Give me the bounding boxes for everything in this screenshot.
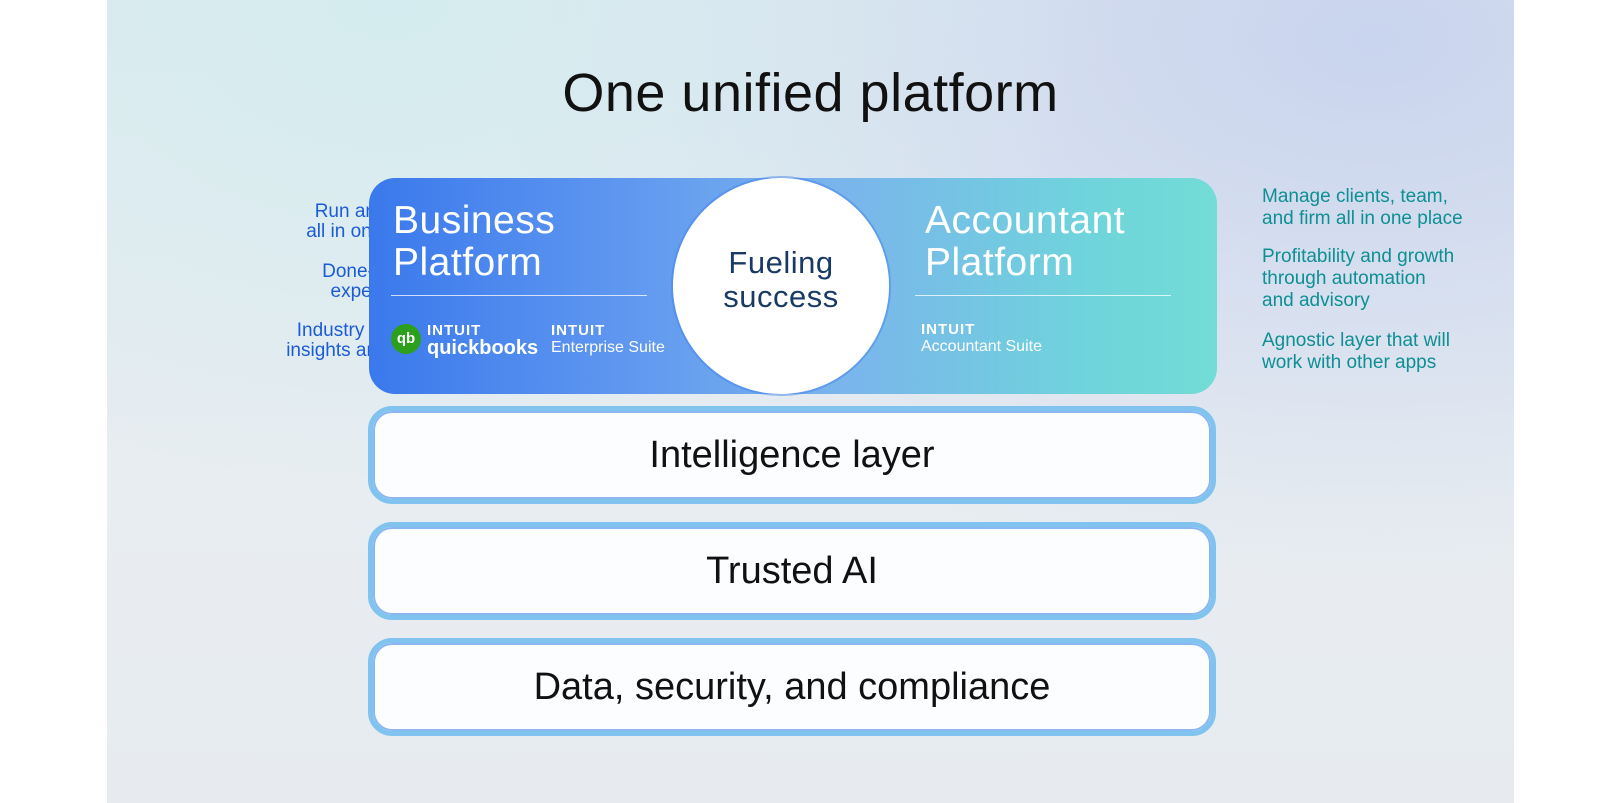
accountant-suite-label: Accountant Suite (921, 338, 1042, 355)
intelligence-layer-box: Intelligence layer (368, 406, 1216, 504)
data-security-compliance-box: Data, security, and compliance (368, 638, 1216, 736)
business-divider (391, 295, 647, 296)
slide: One unified platform Run and grow all in… (107, 0, 1514, 803)
fueling-success-circle: Fueling success (673, 178, 889, 394)
quickbooks-wordmark: quickbooks (427, 337, 539, 359)
slide-title: One unified platform (562, 63, 1059, 123)
trusted-ai-box: Trusted AI (368, 522, 1216, 620)
quickbooks-logo: INTUIT quickbooks (427, 322, 539, 359)
intuit-wordmark: INTUIT (427, 322, 482, 339)
enterprise-suite-logo: INTUIT Enterprise Suite (551, 322, 665, 357)
business-platform-title: Business Platform (393, 199, 556, 284)
quickbooks-logo-icon: qb (391, 324, 421, 354)
intuit-wordmark: INTUIT (551, 322, 606, 339)
benefit-note: Agnostic layer that will work with other… (1262, 330, 1450, 373)
fueling-success-text: Fueling success (723, 245, 839, 314)
accountant-platform-title: Accountant Platform (925, 199, 1126, 284)
benefit-note: Manage clients, team, and firm all in on… (1262, 186, 1463, 229)
accountant-divider (915, 295, 1171, 296)
accountant-suite-logo: INTUIT Accountant Suite (921, 321, 1042, 356)
enterprise-suite-label: Enterprise Suite (551, 339, 665, 356)
intuit-wordmark: INTUIT (921, 321, 976, 338)
benefit-note: Profitability and growth through automat… (1262, 246, 1455, 311)
